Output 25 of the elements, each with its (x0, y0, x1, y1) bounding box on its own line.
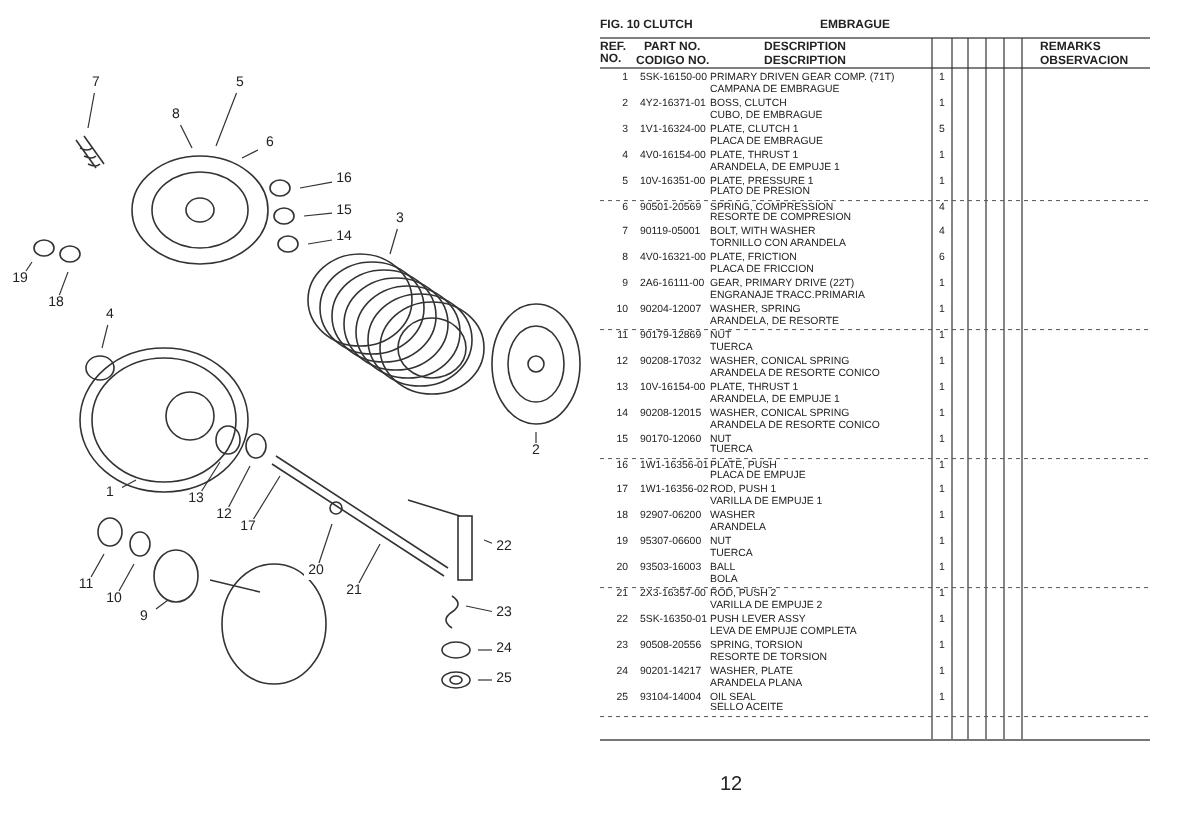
leader-line (179, 124, 193, 149)
leader-line (228, 465, 251, 508)
leader-line (58, 271, 69, 296)
leader-line (252, 475, 281, 520)
leader-line (307, 239, 333, 245)
leader-line (155, 599, 169, 610)
leader-line (201, 461, 221, 492)
leader-line (121, 479, 137, 489)
leader-line (303, 212, 333, 217)
leader-line (90, 553, 105, 578)
leader-line (358, 543, 381, 584)
leader-line (389, 228, 398, 255)
leader-line (101, 324, 109, 349)
leader-line (477, 679, 493, 681)
leader-line (535, 431, 537, 444)
leader-line (465, 605, 493, 613)
leader-line (25, 261, 33, 272)
leader-line (118, 563, 135, 592)
page-number: 12 (720, 776, 743, 796)
leader-line (477, 649, 493, 651)
leader-line (483, 539, 493, 544)
leader-line (318, 523, 333, 564)
leader-line (215, 92, 238, 147)
leader-line (299, 181, 333, 189)
leader-line (87, 92, 95, 129)
